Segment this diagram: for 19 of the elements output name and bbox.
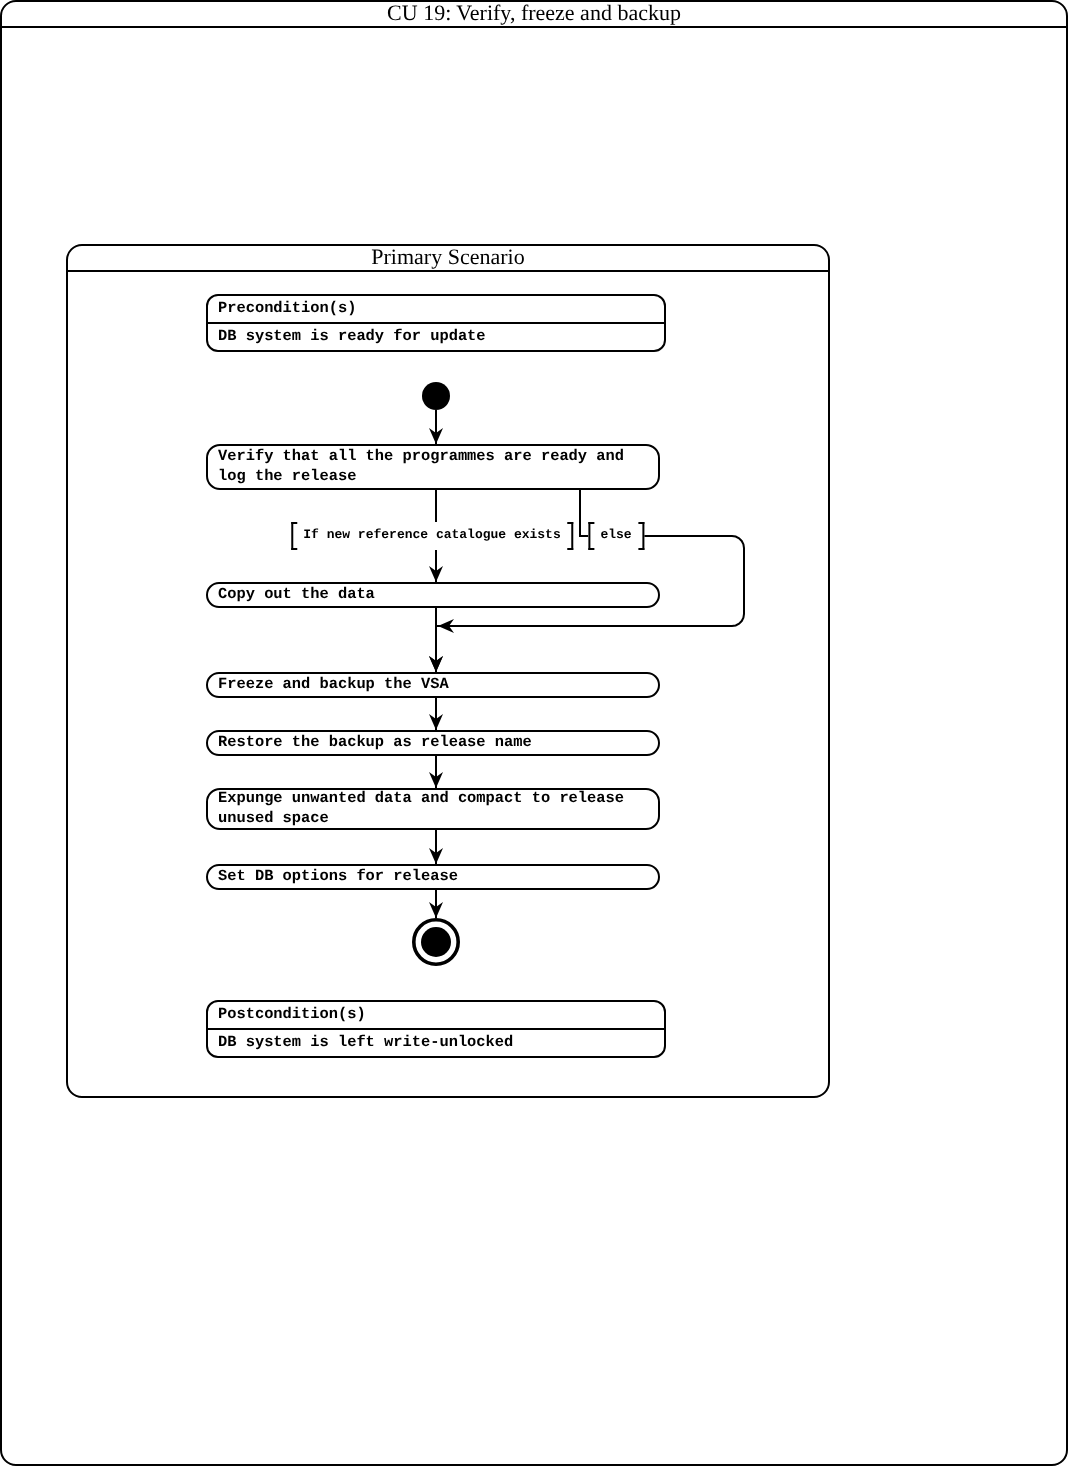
arrow [429,697,443,731]
arrow [429,489,443,583]
frame [66,244,830,1098]
arrow [429,409,443,445]
activity-box [206,672,660,698]
activity-box [206,444,660,490]
condition-box [206,294,666,352]
frame-title: Primary Scenario [371,246,525,270]
activity-box [206,864,660,890]
activity-box [206,730,660,756]
arrow [429,755,443,789]
arrow [429,607,443,673]
final-node [412,918,460,966]
frame-title: CU 19: Verify, freeze and backup [387,2,681,26]
activity-box [206,582,660,608]
condition-box [206,1000,666,1058]
arrow [429,829,443,865]
initial-node [422,382,450,410]
arrow [429,889,443,919]
